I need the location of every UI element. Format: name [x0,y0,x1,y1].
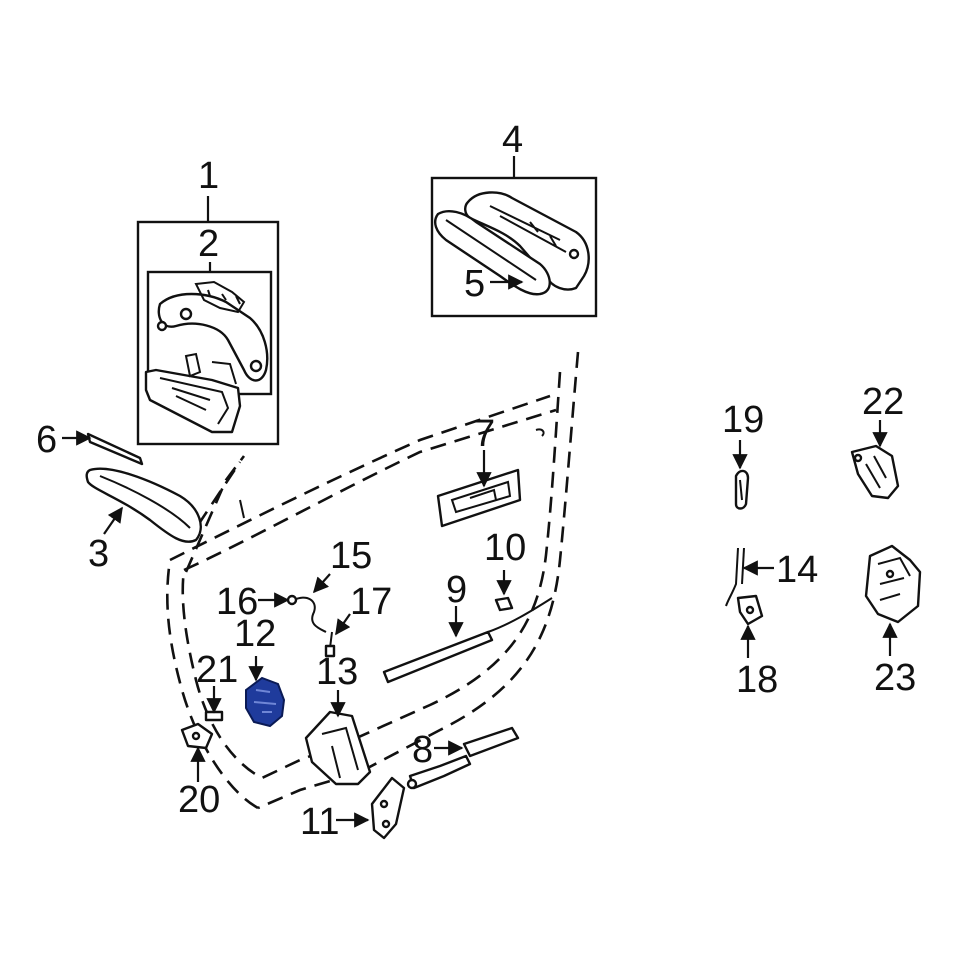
part-21-bolt [204,710,224,722]
door-outline [166,351,580,810]
callout-7: 7 [474,413,495,455]
part-22-hinge [850,444,900,500]
handle-assembly-box [136,196,280,446]
part-11-bracket [370,776,406,840]
callouts: 1 2 3 4 5 6 7 8 9 10 11 12 13 14 15 16 1… [36,119,916,843]
callout-12: 12 [234,613,276,655]
part-19-rod [734,469,750,510]
part-20-striker [180,722,214,750]
callout-23: 23 [874,657,916,699]
handle-frame [144,352,242,434]
inside-handle-box [430,156,598,318]
callout-1: 1 [198,155,219,197]
callout-17: 17 [350,581,392,623]
callout-15: 15 [330,535,372,577]
part-9-rod [382,597,553,684]
callout-5: 5 [464,263,485,305]
inside-handle-bezel [434,210,551,296]
part-15-rod [286,594,327,633]
part-18-clip [736,594,764,626]
callout-20: 20 [178,779,220,821]
part-23-lock [864,544,922,624]
callout-8: 8 [412,729,433,771]
part-6-strip [86,432,144,466]
callout-9: 9 [446,569,467,611]
callout-10: 10 [484,527,526,569]
callout-14: 14 [776,549,818,591]
callout-6: 6 [36,419,57,461]
outside-handle [156,280,269,382]
callout-21: 21 [196,649,238,691]
callout-2: 2 [198,223,219,265]
part-17-rod [324,631,336,658]
leader-lines [62,274,898,828]
callout-16: 16 [216,581,258,623]
callout-22: 22 [862,381,904,423]
part-3-cover [85,467,202,543]
callout-11: 11 [300,801,339,843]
part-8-actuator [406,726,520,790]
callout-18: 18 [736,659,778,701]
callout-3: 3 [88,533,109,575]
part-13-bracket [304,710,372,786]
callout-4: 4 [502,119,523,161]
part-10-clip [494,596,514,612]
callout-13: 13 [316,651,358,693]
part-12-latch [245,676,286,728]
callout-19: 19 [722,399,764,441]
part-7-bezel [436,468,522,528]
